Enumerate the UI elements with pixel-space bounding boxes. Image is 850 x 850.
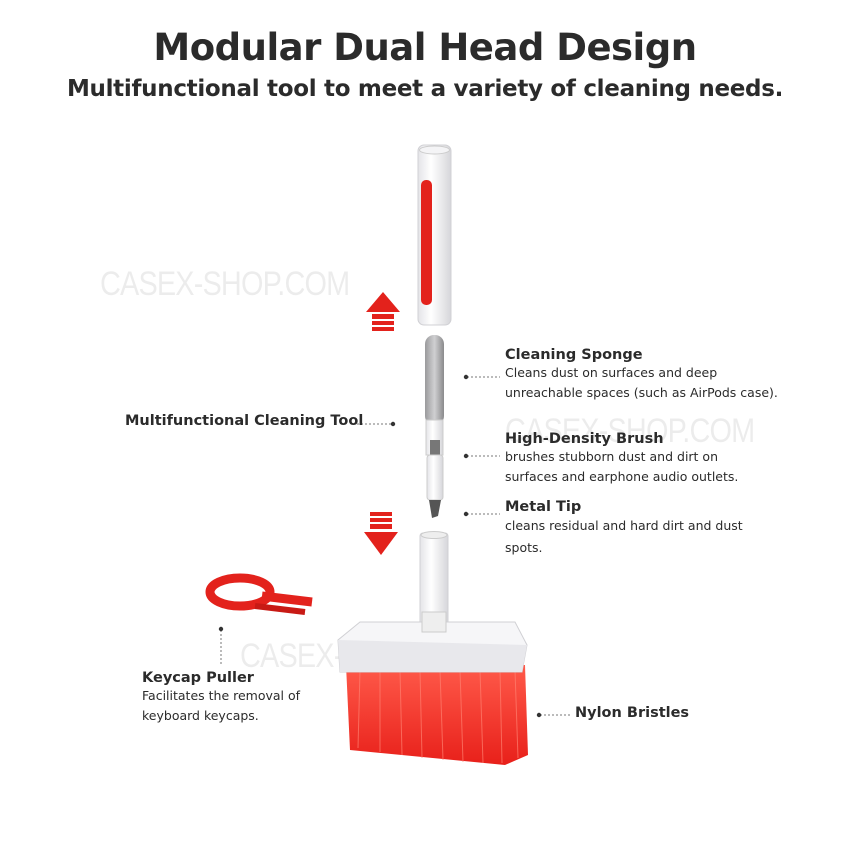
callout-desc: surfaces and earphone audio outlets. [505, 469, 739, 484]
keycap-puller [205, 573, 313, 615]
callout-tool-title: Multifunctional Cleaning Tool [125, 413, 364, 429]
callout-title: Metal Tip [505, 499, 582, 515]
callout-title: Cleaning Sponge [505, 347, 643, 363]
callout-title: High-Density Brush [505, 431, 664, 447]
callout-desc: spots. [505, 540, 543, 555]
callout-desc: unreachable spaces (such as AirPods case… [505, 385, 778, 400]
callout-desc: Cleans dust on surfaces and deep [505, 365, 718, 380]
keyboard-brush [337, 531, 528, 765]
leader-lines [220, 376, 570, 716]
cleaning-tool [425, 335, 444, 518]
arrow-up-icon [366, 292, 400, 331]
callout-desc: cleans residual and hard dirt and dust [505, 518, 743, 533]
callout-desc: keyboard keycaps. [142, 708, 259, 723]
callout-bristles-title: Nylon Bristles [575, 705, 690, 721]
watermark: CASEX-SHOP.COM [100, 265, 350, 303]
leader-dots [218, 374, 542, 718]
callout-sponge: Cleaning Sponge Cleans dust on surfaces … [505, 347, 778, 403]
callout-brush: High-Density Brush brushes stubborn dust… [505, 431, 738, 487]
callout-tip: Metal Tip cleans residual and hard dirt … [505, 499, 743, 559]
callout-title: Keycap Puller [142, 670, 254, 686]
watermark: CASEX-SHOP.COM [505, 412, 755, 450]
callout-desc: brushes stubborn dust and dirt on [505, 449, 719, 464]
page-title: Modular Dual Head Design [153, 26, 697, 69]
callout-puller: Keycap Puller Facilitates the removal of… [142, 670, 300, 726]
page-subtitle: Multifunctional tool to meet a variety o… [66, 76, 784, 102]
arrow-down-icon [364, 512, 398, 555]
callout-desc: Facilitates the removal of [142, 688, 301, 703]
pen-cap [417, 144, 452, 326]
